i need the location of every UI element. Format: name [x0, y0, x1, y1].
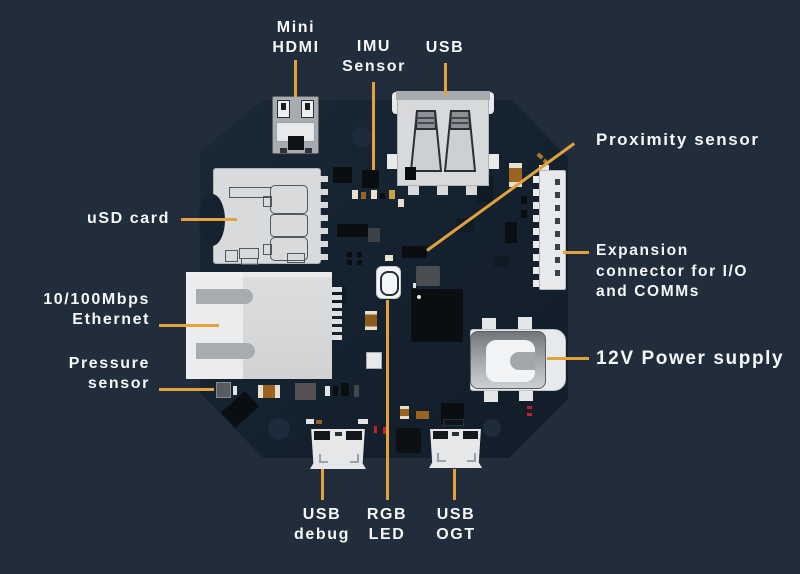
- expansion-connector: [533, 165, 566, 290]
- leader-usb: [444, 63, 447, 95]
- proximity-sensor-chip: [402, 246, 427, 258]
- red-marking: [527, 406, 532, 409]
- passive-component: [366, 352, 382, 369]
- usb-side-tab: [387, 154, 397, 169]
- leader-usb-debug: [321, 469, 324, 500]
- hdmi-port-opening: [288, 136, 304, 150]
- label-usb: USB: [425, 39, 465, 56]
- power-jack-barrel: [470, 331, 546, 389]
- mounting-hole: [352, 127, 372, 147]
- ethernet-prong: [196, 343, 255, 359]
- pin1-dot: [417, 295, 421, 299]
- leader-imu-sensor: [372, 82, 375, 170]
- hdmi-tab: [277, 100, 290, 118]
- leader-pressure-sensor: [159, 388, 214, 391]
- mini-hdmi-connector: [272, 96, 319, 154]
- ic-chip: [405, 167, 416, 180]
- hdmi-tab: [301, 100, 314, 118]
- label-rgb-led: RGB LED: [366, 506, 408, 543]
- soc-chip: [411, 289, 463, 342]
- usd-body: [213, 168, 321, 264]
- label-usb-debug: USB debug: [294, 506, 350, 543]
- usd-card-slot: [199, 168, 328, 265]
- ic-chip: [505, 222, 517, 243]
- passive-component: [380, 193, 385, 199]
- imu-sensor-chip: [362, 170, 379, 188]
- power-jack-reflection: [486, 340, 535, 382]
- red-marking: [383, 427, 386, 434]
- usb-a-port: [387, 91, 499, 195]
- passive-component: [389, 190, 395, 199]
- tantalum-capacitor: [365, 311, 377, 330]
- label-expansion-connector: Expansion connector for I/O and COMMs: [596, 242, 749, 300]
- usb-side-tab: [489, 154, 499, 169]
- passive-component: [398, 199, 404, 207]
- leader-usd-card: [181, 218, 237, 221]
- leader-mini-hdmi: [294, 60, 297, 97]
- passive-component: [352, 190, 358, 199]
- red-marking: [374, 426, 377, 433]
- passive-component: [400, 406, 409, 419]
- ic-chip: [337, 224, 368, 237]
- ic-chip: [441, 403, 464, 424]
- label-proximity-sensor: Proximity sensor: [596, 130, 760, 149]
- ic-chip: [368, 228, 380, 242]
- silkscreen-pad: [494, 256, 509, 267]
- mounting-hole: [268, 418, 290, 440]
- tantalum-capacitor: [258, 385, 280, 398]
- label-usd-card: uSD card: [86, 210, 170, 227]
- pressure-sensor-chip: [216, 382, 231, 398]
- micro-usb-debug-connector: [310, 429, 366, 469]
- expansion-body: [539, 170, 566, 290]
- usb-ear: [392, 92, 401, 114]
- micro-usb-ogt-connector: [429, 429, 482, 468]
- usb-ear: [485, 92, 494, 114]
- label-usb-ogt: USB OGT: [436, 506, 476, 543]
- passive-component: [295, 383, 316, 400]
- red-marking: [527, 413, 532, 416]
- usb-top-bar: [396, 91, 490, 100]
- label-imu-sensor: IMU Sensor: [342, 38, 406, 75]
- leader-power-supply: [547, 357, 589, 360]
- ethernet-prong: [196, 289, 253, 304]
- ic-chip: [396, 428, 421, 453]
- passive-component: [361, 192, 366, 199]
- ic-chip: [333, 167, 352, 183]
- passive-component: [416, 411, 429, 419]
- ethernet-body: [241, 272, 332, 379]
- gray-ic-chip: [416, 266, 440, 286]
- label-mini-hdmi: Mini HDMI: [272, 19, 320, 56]
- power-jack-12v: [467, 317, 566, 403]
- label-ethernet: 10/100Mbps Ethernet: [43, 291, 150, 328]
- passive-component: [371, 190, 377, 199]
- leader-expansion-connector: [563, 251, 589, 254]
- silkscreen-pad: [456, 218, 474, 232]
- leader-rgb-led: [386, 300, 389, 500]
- leader-ethernet: [159, 324, 219, 327]
- mounting-hole: [483, 419, 501, 437]
- leader-usb-ogt: [453, 469, 456, 500]
- label-power-supply: 12V Power supply: [596, 348, 785, 369]
- label-pressure-sensor: Pressure sensor: [68, 355, 150, 392]
- rgb-led: [376, 266, 401, 299]
- usb-contact-tongues: [409, 110, 477, 172]
